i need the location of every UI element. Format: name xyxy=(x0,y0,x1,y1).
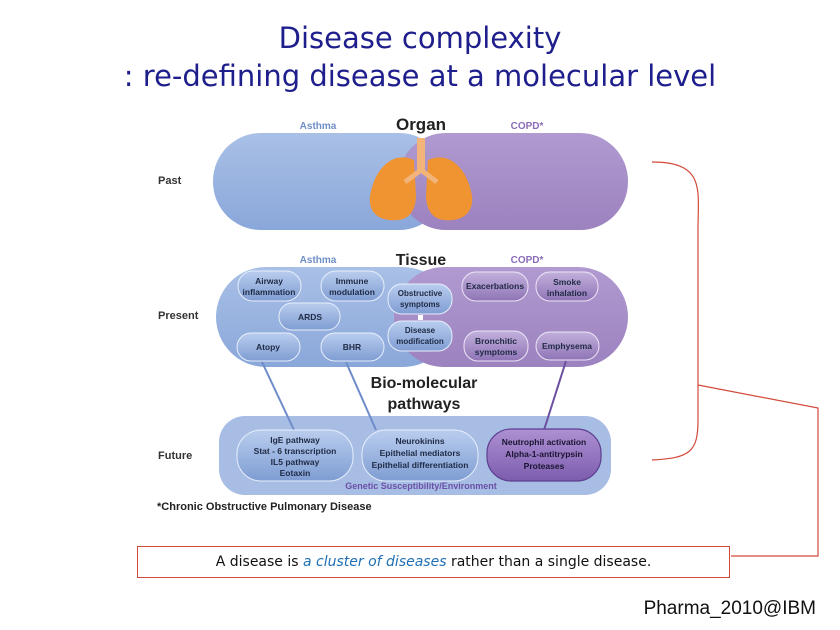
svg-text:Epithelial mediators: Epithelial mediators xyxy=(380,448,461,458)
copd-label-tissue: COPD* xyxy=(511,255,544,266)
row-bracket xyxy=(651,161,700,461)
svg-text:modification: modification xyxy=(396,337,444,346)
svg-text:Alpha-1-antitrypsin: Alpha-1-antitrypsin xyxy=(505,449,582,459)
genetic-susceptibility-label: Genetic Susceptibility/Environment xyxy=(345,481,497,491)
svg-text:Obstructive: Obstructive xyxy=(398,289,443,298)
row-label-past: Past xyxy=(158,175,182,187)
biomolecular-header-line1: Bio-molecular xyxy=(371,375,478,392)
pathway-node-ige: IgE pathway Stat - 6 transcription IL5 p… xyxy=(236,429,354,482)
svg-text:Epithelial differentiation: Epithelial differentiation xyxy=(372,460,469,470)
lungs-icon xyxy=(369,138,473,221)
svg-text:Eotaxin: Eotaxin xyxy=(280,468,311,478)
svg-text:Airway: Airway xyxy=(255,276,283,286)
svg-text:inflammation: inflammation xyxy=(243,287,296,297)
tissue-header: Tissue xyxy=(396,252,447,269)
svg-text:IgE pathway: IgE pathway xyxy=(270,435,320,445)
title-line-2: : re-defining disease at a molecular lev… xyxy=(123,59,717,93)
svg-text:inhalation: inhalation xyxy=(547,288,587,298)
asthma-node-immune-modulation: Immune modulation xyxy=(320,270,385,302)
asthma-node-airway-inflammation: Airway inflammation xyxy=(237,270,302,302)
svg-text:Bronchitic: Bronchitic xyxy=(475,336,517,346)
svg-text:Disease: Disease xyxy=(405,326,436,335)
asthma-label-tissue: Asthma xyxy=(300,255,337,266)
link-emphysema-to-neutrophil xyxy=(543,360,567,431)
asthma-node-ards: ARDS xyxy=(278,302,341,331)
svg-text:ARDS: ARDS xyxy=(298,312,322,322)
biomolecular-header-line2: pathways xyxy=(388,396,461,413)
svg-text:Neutrophil activation: Neutrophil activation xyxy=(502,437,587,447)
copd-node-exacerbations: Exacerbations xyxy=(461,271,529,302)
row-label-future: Future xyxy=(158,450,192,462)
link-atopy-to-ige xyxy=(261,361,295,431)
asthma-node-bhr: BHR xyxy=(320,332,385,362)
copd-node-bronchitic-symptoms: Bronchitic symptoms xyxy=(463,330,529,362)
row-label-present: Present xyxy=(158,310,199,322)
svg-text:BHR: BHR xyxy=(343,342,361,352)
pathway-node-neutrophil: Neutrophil activation Alpha-1-antitrypsi… xyxy=(486,428,602,482)
organ-header: Organ xyxy=(396,115,446,134)
pathway-node-neurokinins: Neurokinins Epithelial mediators Epithel… xyxy=(361,429,479,482)
svg-text:Smoke: Smoke xyxy=(553,277,581,287)
svg-text:Atopy: Atopy xyxy=(256,342,280,352)
shared-node-disease-modification: Disease modification xyxy=(387,320,453,352)
copd-node-emphysema: Emphysema xyxy=(535,331,600,361)
svg-text:Exacerbations: Exacerbations xyxy=(466,281,524,291)
footer-credit: Pharma_2010@IBM xyxy=(643,598,816,619)
svg-text:IL5 pathway: IL5 pathway xyxy=(271,457,320,467)
svg-text:Neurokinins: Neurokinins xyxy=(395,436,444,446)
svg-text:Stat - 6 transcription: Stat - 6 transcription xyxy=(254,446,337,456)
callout-connector xyxy=(697,384,819,557)
asthma-label-organ: Asthma xyxy=(300,121,337,132)
link-bhr-to-neurokinins xyxy=(345,361,377,431)
callout-text-after: rather than a single disease. xyxy=(446,554,652,570)
asthma-node-atopy: Atopy xyxy=(236,332,301,362)
copd-node-smoke-inhalation: Smoke inhalation xyxy=(535,271,599,302)
copd-label-organ: COPD* xyxy=(511,121,544,132)
callout-text-before: A disease is xyxy=(215,554,303,570)
callout-emphasis: a cluster of diseases xyxy=(303,554,447,570)
svg-text:symptoms: symptoms xyxy=(400,300,441,309)
svg-text:symptoms: symptoms xyxy=(475,347,518,357)
shared-node-obstructive-symptoms: Obstructive symptoms xyxy=(387,283,453,315)
svg-text:Emphysema: Emphysema xyxy=(542,341,592,351)
key-message-callout: A disease is a cluster of diseases rathe… xyxy=(137,546,730,578)
svg-text:modulation: modulation xyxy=(329,287,375,297)
svg-text:Immune: Immune xyxy=(336,276,369,286)
svg-text:Proteases: Proteases xyxy=(524,461,565,471)
shared-connector xyxy=(418,315,423,320)
copd-footnote: *Chronic Obstructive Pulmonary Disease xyxy=(157,501,372,513)
title-line-1: Disease complexity xyxy=(278,21,562,55)
